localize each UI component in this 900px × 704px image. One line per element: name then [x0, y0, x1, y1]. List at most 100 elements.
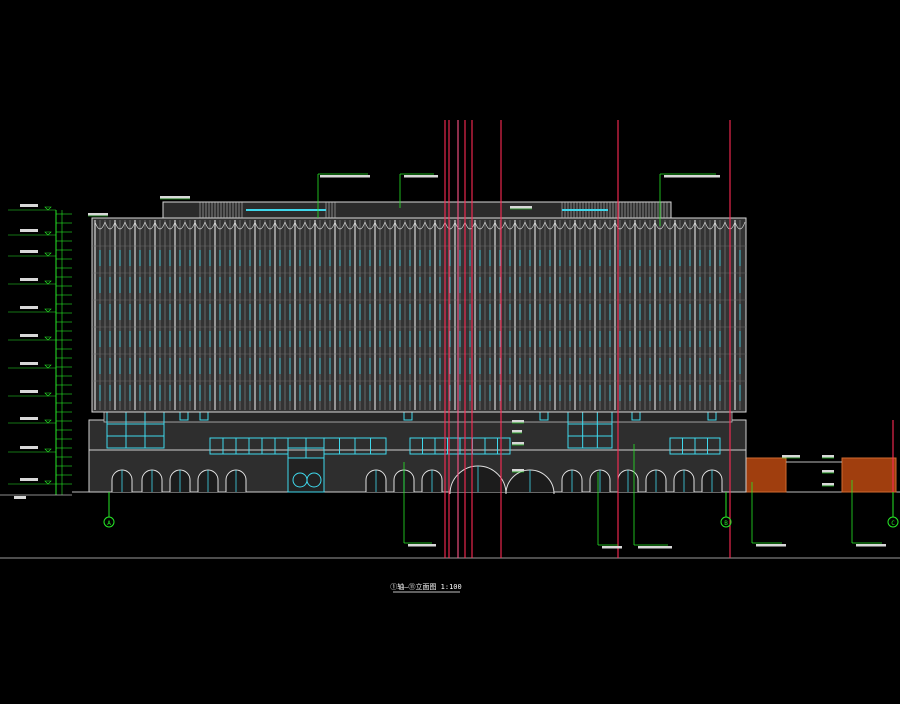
tower-crown-scallop	[684, 221, 696, 230]
grid-bubble-a: A	[103, 492, 115, 528]
tower-crown-scallop	[484, 221, 496, 230]
level-mark-text	[512, 420, 524, 423]
tower-crown-scallop	[564, 221, 576, 230]
level-mark-text	[20, 306, 38, 309]
annotation-text	[856, 544, 886, 547]
annotation-text	[756, 544, 786, 547]
level-symbol	[44, 336, 52, 341]
tower-crown-scallop	[174, 221, 186, 230]
tower-crown-scallop	[574, 221, 586, 230]
tower-crown-scallop	[314, 221, 326, 230]
level-mark-text	[20, 229, 38, 232]
annotation-text	[404, 175, 438, 178]
tower-crown-scallop	[714, 221, 726, 230]
level-mark-text	[512, 430, 522, 433]
tower-crown-scallop	[254, 221, 266, 230]
annotation-text	[320, 175, 370, 178]
tower-crown-scallop	[204, 221, 216, 230]
level-mark-text	[512, 442, 524, 445]
level-mark-text	[20, 446, 38, 449]
level-mark-text	[20, 204, 38, 207]
tower-crown-scallop	[124, 221, 136, 230]
annotation-text	[664, 175, 720, 178]
tower-crown-scallop	[464, 221, 476, 230]
tower-crown-scallop	[394, 221, 406, 230]
tower-crown-scallop	[704, 221, 716, 230]
tower-crown-scallop	[494, 221, 506, 230]
level-symbol	[44, 280, 52, 285]
level-mark-text	[510, 206, 532, 209]
tower-crown-scallop	[634, 221, 646, 230]
level-mark-text	[88, 213, 108, 216]
tower-body	[91, 217, 747, 413]
tower-crown-scallop	[344, 221, 356, 230]
tower-crown-scallop	[244, 221, 256, 230]
tower-crown-scallop	[304, 221, 316, 230]
level-mark-text	[822, 455, 834, 458]
tower-crown-scallop	[224, 221, 236, 230]
tower-crown-scallop	[354, 221, 366, 230]
level-ruler	[0, 204, 72, 499]
tower-crown-scallop	[154, 221, 166, 230]
tower-crown-scallop	[384, 221, 396, 230]
tower-crown-scallop	[474, 221, 486, 230]
grid-label-a: A	[107, 520, 111, 527]
level-symbol	[44, 448, 52, 453]
podium-arches	[111, 465, 723, 495]
tower-crown-scallop	[94, 221, 106, 230]
tower-crown-scallop	[544, 221, 556, 230]
tower-crown-scallop	[164, 221, 176, 230]
level-mark-text	[160, 196, 190, 199]
level-symbol	[44, 252, 52, 257]
tower-crown-scallop	[644, 221, 656, 230]
main-entrance	[287, 457, 325, 493]
tower-crown-scallop	[514, 221, 526, 230]
level-symbol	[44, 480, 52, 485]
level-mark-text	[20, 362, 38, 365]
tower-crown-scallop	[594, 221, 606, 230]
podium-upper-band	[88, 419, 747, 451]
level-mark-text	[512, 469, 524, 472]
level-mark-text	[822, 483, 834, 486]
level-mark-text	[782, 455, 800, 458]
level-symbol	[44, 231, 52, 236]
tower-crown-scallop	[584, 221, 596, 230]
tower-crown-scallop	[624, 221, 636, 230]
tower-crown-scallop	[504, 221, 516, 230]
tower-crown-scallop	[524, 221, 536, 230]
grid-bubble-b: B	[720, 492, 732, 528]
tower-crown-scallop	[194, 221, 206, 230]
level-mark-text	[20, 417, 38, 420]
tower-crown-scallop	[604, 221, 616, 230]
tower-crown-scallop	[554, 221, 566, 230]
tower-crown-scallop	[324, 221, 336, 230]
axis-lines	[444, 120, 894, 558]
tower-crown-scallop	[284, 221, 296, 230]
tower-crown-scallop	[694, 221, 706, 230]
level-mark-text	[20, 478, 38, 481]
level-base-text	[14, 496, 26, 499]
grid-label-b: B	[724, 520, 728, 527]
level-mark-text	[20, 390, 38, 393]
level-mark-text	[20, 278, 38, 281]
tower-crown-scallop	[364, 221, 376, 230]
tower-crown-scallop	[404, 221, 416, 230]
tower-crown-scallop	[534, 221, 546, 230]
tower-crown-scallop	[414, 221, 426, 230]
level-symbol	[44, 308, 52, 313]
tower-crown-scallop	[424, 221, 436, 230]
level-symbol	[44, 364, 52, 369]
annotation-text	[638, 546, 672, 549]
tower-crown-scallop	[114, 221, 126, 230]
tower-crown-scallop	[234, 221, 246, 230]
level-mark-text	[20, 334, 38, 337]
level-symbol	[44, 206, 52, 211]
tower-crown-scallop	[144, 221, 156, 230]
grid-bubble-c: C	[887, 492, 899, 528]
tower-crown-scallop	[104, 221, 116, 230]
tower-crown-scallop	[184, 221, 196, 230]
level-symbol	[44, 419, 52, 424]
tower-crown-scallop	[444, 221, 456, 230]
